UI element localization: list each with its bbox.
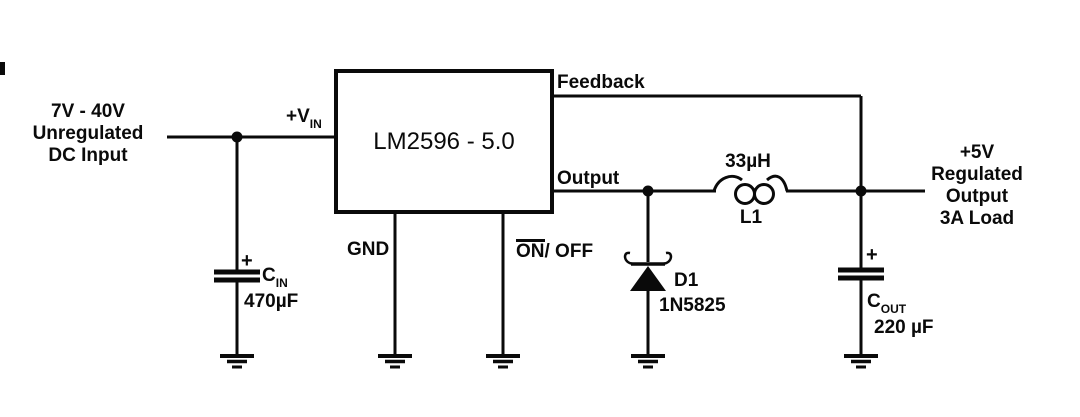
pin-vin-main: +V: [286, 106, 310, 127]
ground-cout: [842, 354, 880, 369]
input-source-line3: DC Input: [48, 145, 128, 167]
pin-off-text: / OFF: [544, 241, 594, 262]
output-load-line2: Regulated: [931, 164, 1023, 186]
pin-vin-subscript: IN: [309, 116, 322, 131]
edge-artifact-mark: [0, 62, 5, 75]
pin-feedback-label: Feedback: [557, 72, 645, 93]
diode-schottky-hook-left: [623, 251, 637, 266]
cout-ref-main: C: [867, 291, 881, 312]
ic-body: [334, 69, 554, 214]
diode-symbol: [623, 251, 673, 291]
junction-dot-diode: [642, 185, 654, 197]
junction-dot-output: [855, 185, 867, 197]
cout-ref-subscript: OUT: [880, 301, 907, 316]
output-load-label: +5V Regulated Output 3A Load: [931, 142, 1023, 230]
cout-plates: [838, 267, 884, 281]
ground-onoff-pin: [484, 354, 522, 369]
pin-vin-label: +VIN: [286, 106, 322, 131]
inductor-symbol: [712, 174, 789, 205]
ic-name-label: LM2596 - 5.0: [373, 128, 515, 155]
ground-diode: [629, 354, 667, 369]
output-load-line4: 3A Load: [939, 208, 1015, 230]
diode-schottky-hook-right: [659, 251, 673, 266]
pin-onoff-label: ON/ OFF: [516, 239, 593, 263]
ground-gnd-pin: [376, 354, 414, 369]
output-load-line1: +5V: [959, 142, 995, 163]
cin-ref-label: CIN: [262, 265, 288, 290]
pin-gnd-label: GND: [347, 239, 390, 260]
ground-cin: [218, 354, 256, 369]
cin-polarity-plus: +: [241, 250, 253, 272]
cout-ref-label: COUT: [867, 291, 906, 316]
diode-part-label: 1N5825: [659, 295, 726, 316]
cin-ref-subscript: IN: [275, 275, 288, 290]
pin-on-overlined: ON: [516, 239, 545, 262]
diode-triangle: [630, 266, 666, 291]
input-source-line1: 7V - 40V: [51, 101, 125, 122]
cout-value-label: 220 µF: [874, 317, 934, 338]
input-source-label: 7V - 40V Unregulated DC Input: [33, 101, 144, 167]
inductor-ref-label: L1: [739, 207, 763, 228]
junction-dot-input: [231, 131, 243, 143]
cin-value-label: 470µF: [244, 291, 299, 312]
input-source-line2: Unregulated: [32, 123, 144, 145]
pin-output-label: Output: [557, 168, 620, 189]
cin-ref-main: C: [262, 265, 276, 286]
cout-polarity-plus: +: [866, 244, 878, 266]
output-load-line3: Output: [945, 186, 1009, 208]
inductor-value-label: 33µH: [725, 151, 771, 172]
diode-ref-label: D1: [674, 270, 699, 291]
cin-plates: [214, 269, 260, 283]
